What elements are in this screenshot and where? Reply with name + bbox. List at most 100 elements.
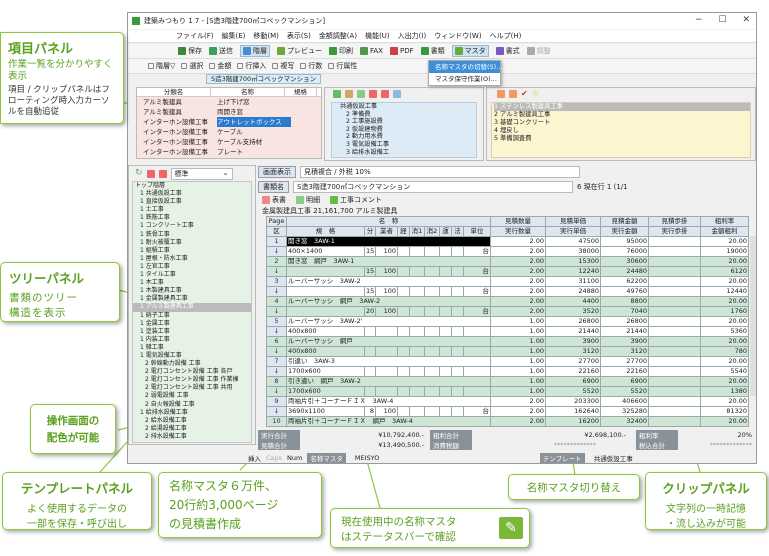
price[interactable]: 3120 bbox=[545, 346, 601, 357]
tree-item[interactable]: 1 左官工事 bbox=[140, 262, 170, 270]
menu-item[interactable]: 移動(M) bbox=[253, 32, 279, 40]
document-tab[interactable]: S造3階建700㎡コベックマンション bbox=[206, 74, 322, 84]
price[interactable]: 12240 bbox=[545, 266, 601, 277]
labor-rate[interactable] bbox=[648, 266, 701, 277]
profit[interactable]: 12440 bbox=[700, 286, 749, 297]
amount[interactable]: 6900 bbox=[600, 376, 649, 387]
price[interactable]: 31100 bbox=[545, 276, 601, 287]
amount[interactable]: 406600 bbox=[600, 396, 649, 407]
tree-item[interactable]: 1 内装工事 bbox=[140, 335, 170, 343]
amount[interactable]: 49760 bbox=[600, 286, 649, 297]
new-template-icon[interactable] bbox=[333, 90, 341, 98]
qty[interactable]: 1.00 bbox=[490, 316, 546, 327]
qty[interactable]: 2.00 bbox=[490, 246, 546, 257]
tree-item[interactable]: 1 アルミ製建具工事 bbox=[133, 303, 251, 312]
amount[interactable]: 24480 bbox=[600, 266, 649, 277]
labor-rate[interactable] bbox=[648, 316, 701, 327]
maximize-button[interactable]: ☐ bbox=[718, 15, 727, 25]
category-code[interactable]: 8 bbox=[364, 406, 376, 417]
item-spec[interactable]: 3690x1100 bbox=[286, 406, 365, 417]
flag-cell[interactable] bbox=[397, 246, 410, 257]
item-name[interactable]: ルーバーサッシ 3AW-2 bbox=[286, 276, 491, 287]
row-number[interactable]: ↓ bbox=[266, 326, 287, 337]
item-spec[interactable] bbox=[286, 266, 365, 277]
row-number[interactable]: 4 bbox=[266, 296, 287, 307]
flag-cell[interactable] bbox=[409, 266, 425, 277]
item-name[interactable]: 開き窓 3AW-1 bbox=[286, 236, 491, 247]
qty[interactable]: 2.00 bbox=[490, 396, 546, 407]
labor-rate[interactable] bbox=[648, 366, 701, 377]
profit[interactable]: 20.00 bbox=[700, 416, 749, 427]
price[interactable]: 3520 bbox=[545, 306, 601, 317]
template-item[interactable]: 3 電気設備工事 bbox=[346, 140, 390, 148]
flag-cell[interactable] bbox=[424, 346, 440, 357]
price[interactable]: 38000 bbox=[545, 246, 601, 257]
flag-cell[interactable] bbox=[424, 406, 440, 417]
clip-item[interactable]: 5 準備調査費 bbox=[494, 135, 532, 142]
flag-cell[interactable] bbox=[424, 306, 440, 317]
template-item[interactable]: 3 給排水設備工 bbox=[346, 148, 390, 156]
item-name[interactable]: 両袖片引＋コーナーＦＩＸ 網戸 3AW-4 bbox=[286, 416, 491, 427]
labor-rate[interactable] bbox=[648, 376, 701, 387]
vendor-code[interactable] bbox=[375, 326, 398, 337]
row-number[interactable]: 1 bbox=[266, 236, 287, 247]
unit[interactable]: 台 bbox=[463, 266, 491, 277]
tree-item[interactable]: 1 屋根・防水工事 bbox=[140, 254, 188, 262]
profit[interactable]: 20.00 bbox=[700, 296, 749, 307]
tree-item[interactable]: 1 木工事 bbox=[140, 279, 164, 287]
toolbar2-button[interactable]: 行挿入 bbox=[237, 61, 266, 71]
vendor-code[interactable]: 100 bbox=[375, 306, 398, 317]
price[interactable]: 15300 bbox=[545, 256, 601, 267]
qty[interactable]: 1.00 bbox=[490, 356, 546, 367]
amount[interactable]: 21440 bbox=[600, 326, 649, 337]
labor-rate[interactable] bbox=[648, 326, 701, 337]
refresh-icon[interactable] bbox=[357, 90, 365, 98]
list-item[interactable]: インターホン設備工事アウトレットボックス bbox=[143, 117, 321, 127]
profit[interactable]: 19000 bbox=[700, 246, 749, 257]
profit[interactable]: 20.00 bbox=[700, 396, 749, 407]
row-number[interactable]: 2 bbox=[266, 256, 287, 267]
unit[interactable] bbox=[463, 346, 491, 357]
row-number[interactable]: 7 bbox=[266, 356, 287, 367]
flag-cell[interactable] bbox=[409, 346, 425, 357]
item-spec[interactable]: 400×1400 bbox=[286, 246, 365, 257]
clip-item[interactable]: 1 ステンレス製建具工事 bbox=[494, 103, 750, 111]
qty[interactable]: 2.00 bbox=[490, 406, 546, 417]
item-spec[interactable]: 1700x600 bbox=[286, 386, 365, 397]
tree-item[interactable]: 1 硝子工事 bbox=[140, 311, 170, 319]
list-item[interactable]: インターホン設備工事ケーブル支持材 bbox=[143, 137, 321, 147]
amount[interactable]: 26800 bbox=[600, 316, 649, 327]
flag-cell[interactable] bbox=[397, 326, 410, 337]
amount[interactable]: 22160 bbox=[600, 366, 649, 377]
menu-item[interactable]: 編集(E) bbox=[221, 32, 246, 40]
toolbar2-button[interactable]: 選択 bbox=[181, 61, 203, 71]
qty[interactable]: 2.00 bbox=[490, 306, 546, 317]
flag-cell[interactable] bbox=[451, 326, 464, 337]
row-number[interactable]: ↓ bbox=[266, 266, 287, 277]
toolbar2-button[interactable]: 階層▽ bbox=[148, 61, 175, 71]
qty[interactable]: 2.00 bbox=[490, 256, 546, 267]
row-number[interactable]: 8 bbox=[266, 376, 287, 387]
expand-icon[interactable] bbox=[146, 169, 155, 178]
labor-rate[interactable] bbox=[648, 346, 701, 357]
row-number[interactable]: ↓ bbox=[266, 346, 287, 357]
vendor-code[interactable]: 100 bbox=[375, 246, 398, 257]
toolbar2-button[interactable]: 行属性 bbox=[328, 61, 357, 71]
category-code[interactable]: 20 bbox=[364, 306, 376, 317]
qty[interactable]: 1.00 bbox=[490, 386, 546, 397]
tree-item[interactable]: 1 組積工事 bbox=[140, 246, 170, 254]
profit[interactable]: 20.00 bbox=[700, 356, 749, 367]
vendor-code[interactable] bbox=[375, 346, 398, 357]
clip-item[interactable]: 2 アルミ製建具工事 bbox=[494, 111, 551, 118]
profit[interactable]: 20.00 bbox=[700, 256, 749, 267]
vendor-code[interactable]: 100 bbox=[375, 286, 398, 297]
flag-cell[interactable] bbox=[439, 246, 452, 257]
menu-item-master-maintenance[interactable]: マスタ保守作業(O)... bbox=[435, 75, 497, 83]
profit[interactable]: 20.00 bbox=[700, 276, 749, 287]
